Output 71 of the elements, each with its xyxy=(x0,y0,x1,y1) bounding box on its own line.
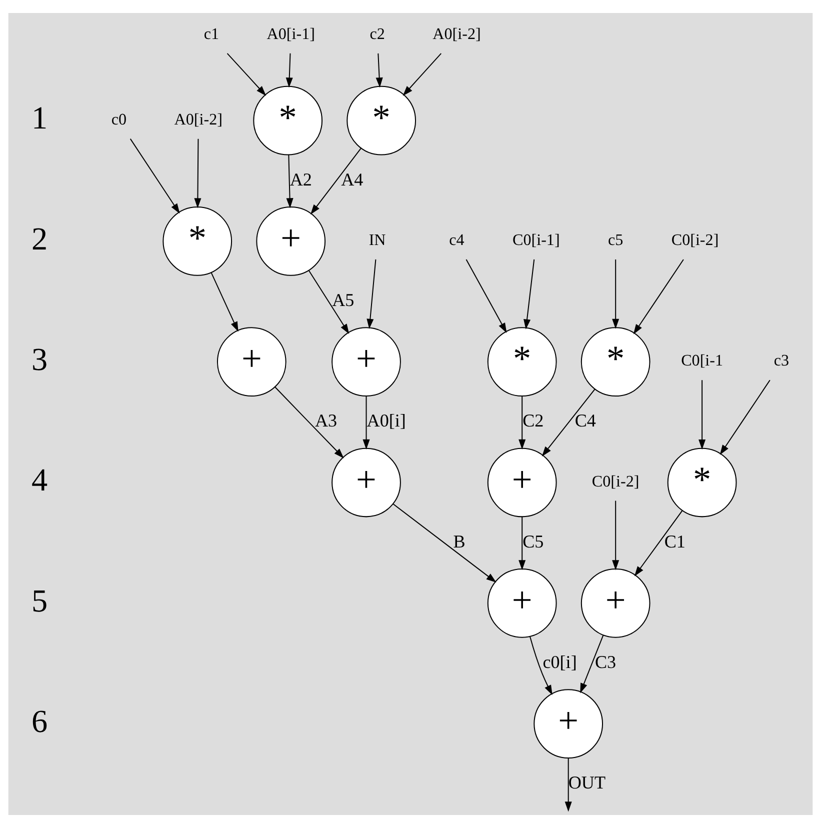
arrow xyxy=(402,52,442,96)
arrow xyxy=(634,510,683,576)
node-text: C0[i-1] xyxy=(512,232,560,249)
label: 4 xyxy=(31,461,48,498)
node-text: c0 xyxy=(111,110,127,128)
node-text: c4 xyxy=(449,232,464,249)
arrow xyxy=(286,154,294,208)
arrow xyxy=(524,258,535,329)
arrow xyxy=(362,396,370,449)
edge-label: B xyxy=(453,530,466,551)
edge-label: C2 xyxy=(522,410,544,430)
edge-label: C4 xyxy=(574,410,596,430)
node-circle: + xyxy=(534,688,604,758)
node-circle: * xyxy=(667,447,737,517)
node-circle: + xyxy=(332,326,401,396)
arrow xyxy=(466,258,507,332)
node-text: IN xyxy=(368,232,386,249)
arrow xyxy=(518,396,526,449)
node-text: c1 xyxy=(204,25,220,42)
label: 2 xyxy=(31,220,48,256)
arrow xyxy=(392,503,496,582)
arrow xyxy=(210,272,238,332)
node-circle: * xyxy=(580,326,650,396)
label: 5 xyxy=(31,582,48,618)
arrow xyxy=(720,379,770,454)
node-circle: + xyxy=(216,326,286,396)
node-text: A0[i-2] xyxy=(174,110,222,128)
arrow xyxy=(542,388,596,456)
arrow xyxy=(274,386,344,458)
label: 1 xyxy=(31,99,48,136)
arrow xyxy=(366,258,376,328)
edge-label: C5 xyxy=(522,530,544,551)
arrow xyxy=(564,758,572,812)
arrow xyxy=(130,138,180,214)
edge-label: A4 xyxy=(341,168,364,189)
arrow xyxy=(698,380,706,450)
node-text: C0[i-1 xyxy=(681,352,724,370)
edge-label: C1 xyxy=(664,530,686,551)
node-circle: * xyxy=(162,206,232,276)
arrow xyxy=(308,270,350,334)
arrow xyxy=(530,636,552,695)
node-text: C0[i-2] xyxy=(671,232,719,249)
node-text: c3 xyxy=(774,352,790,370)
edge-label: c0[i] xyxy=(542,651,577,672)
label: 6 xyxy=(31,702,48,738)
arrow xyxy=(310,147,362,214)
arrow xyxy=(612,258,620,328)
arrow xyxy=(518,516,526,570)
edge-label: OUT xyxy=(568,772,606,792)
node-text: C0[i-2] xyxy=(592,472,640,490)
arrow xyxy=(612,500,620,570)
arrow xyxy=(286,52,293,88)
node-circle: + xyxy=(487,447,557,517)
label: 3 xyxy=(31,340,48,377)
node-circle: + xyxy=(256,206,326,276)
node-text: A0[i-1] xyxy=(266,25,315,42)
arrow xyxy=(633,258,684,334)
edge-label: A0[i] xyxy=(366,410,406,430)
node-text: A0[i-2] xyxy=(432,25,481,42)
node-circle: * xyxy=(487,326,557,396)
edge-label: A2 xyxy=(290,168,312,189)
edge-label: A3 xyxy=(314,410,338,430)
arrow xyxy=(226,52,266,96)
arrow xyxy=(580,634,604,693)
node-text: c2 xyxy=(370,25,385,42)
node-circle: + xyxy=(580,568,650,638)
edge-label: A5 xyxy=(332,289,354,310)
node-text: c5 xyxy=(608,232,624,249)
arrow xyxy=(194,138,202,208)
arrow xyxy=(376,52,383,88)
edge-label: C3 xyxy=(594,651,616,672)
